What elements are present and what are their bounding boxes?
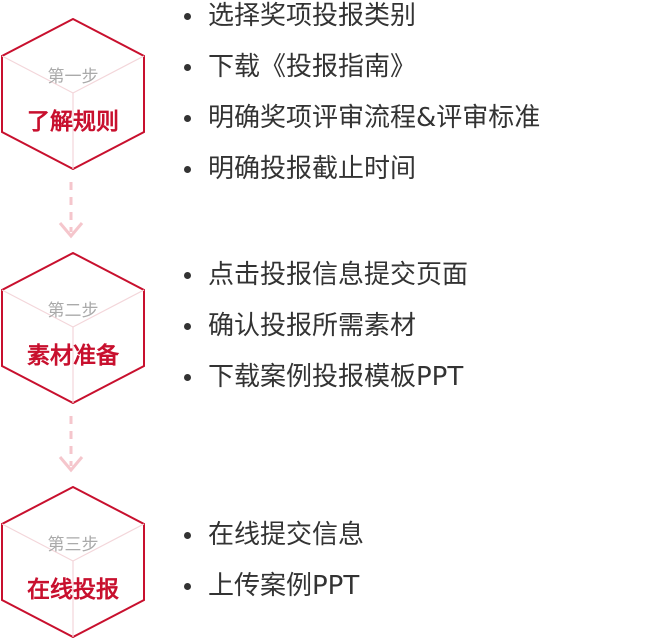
step-3-task-list: 在线提交信息 上传案例PPT	[182, 519, 364, 621]
hexagon-outline	[0, 18, 145, 170]
step-title: 在线投报	[27, 577, 119, 603]
step-2-hexagon: 第二步 素材准备	[0, 252, 146, 404]
bullet-icon	[184, 272, 191, 279]
dashed-arrow-connector	[56, 414, 86, 474]
dashed-arrow-connector	[56, 180, 86, 240]
bullet-icon	[184, 13, 191, 20]
list-item: 在线提交信息	[182, 519, 364, 570]
bullet-icon	[184, 532, 191, 539]
step-3-hexagon: 第三步 在线投报	[0, 486, 146, 638]
step-2-task-list: 点击投报信息提交页面 确认投报所需素材 下载案例投报模板PPT	[182, 259, 468, 412]
step-title: 了解规则	[27, 109, 119, 135]
list-item: 下载《投报指南》	[182, 51, 540, 102]
list-item: 选择奖项投报类别	[182, 0, 540, 51]
bullet-icon	[184, 166, 191, 173]
step-title: 素材准备	[27, 343, 119, 369]
step-number: 第二步	[47, 301, 99, 321]
list-item: 确认投报所需素材	[182, 310, 468, 361]
bullet-icon	[184, 583, 191, 590]
list-item: 点击投报信息提交页面	[182, 259, 468, 310]
bullet-icon	[184, 115, 191, 122]
hexagon-outline	[0, 486, 145, 638]
list-item: 明确投报截止时间	[182, 153, 540, 204]
bullet-icon	[184, 323, 191, 330]
hexagon-outline	[0, 252, 145, 404]
step-number: 第一步	[47, 67, 99, 87]
list-item: 下载案例投报模板PPT	[182, 361, 468, 412]
step-1-task-list: 选择奖项投报类别 下载《投报指南》 明确奖项评审流程&评审标准 明确投报截止时间	[182, 0, 540, 204]
list-item: 上传案例PPT	[182, 570, 364, 621]
bullet-icon	[184, 64, 191, 71]
list-item: 明确奖项评审流程&评审标准	[182, 102, 540, 153]
step-1-hexagon: 第一步 了解规则	[0, 18, 146, 170]
bullet-icon	[184, 374, 191, 381]
step-number: 第三步	[47, 535, 99, 555]
